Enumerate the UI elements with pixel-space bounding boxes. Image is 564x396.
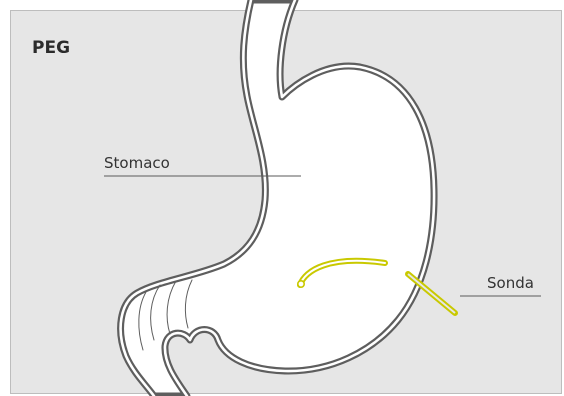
stomach-label: Stomaco: [104, 154, 170, 172]
diagram-title: PEG: [32, 38, 70, 58]
tube-tip: [298, 281, 304, 287]
tube-label: Sonda: [487, 274, 534, 292]
